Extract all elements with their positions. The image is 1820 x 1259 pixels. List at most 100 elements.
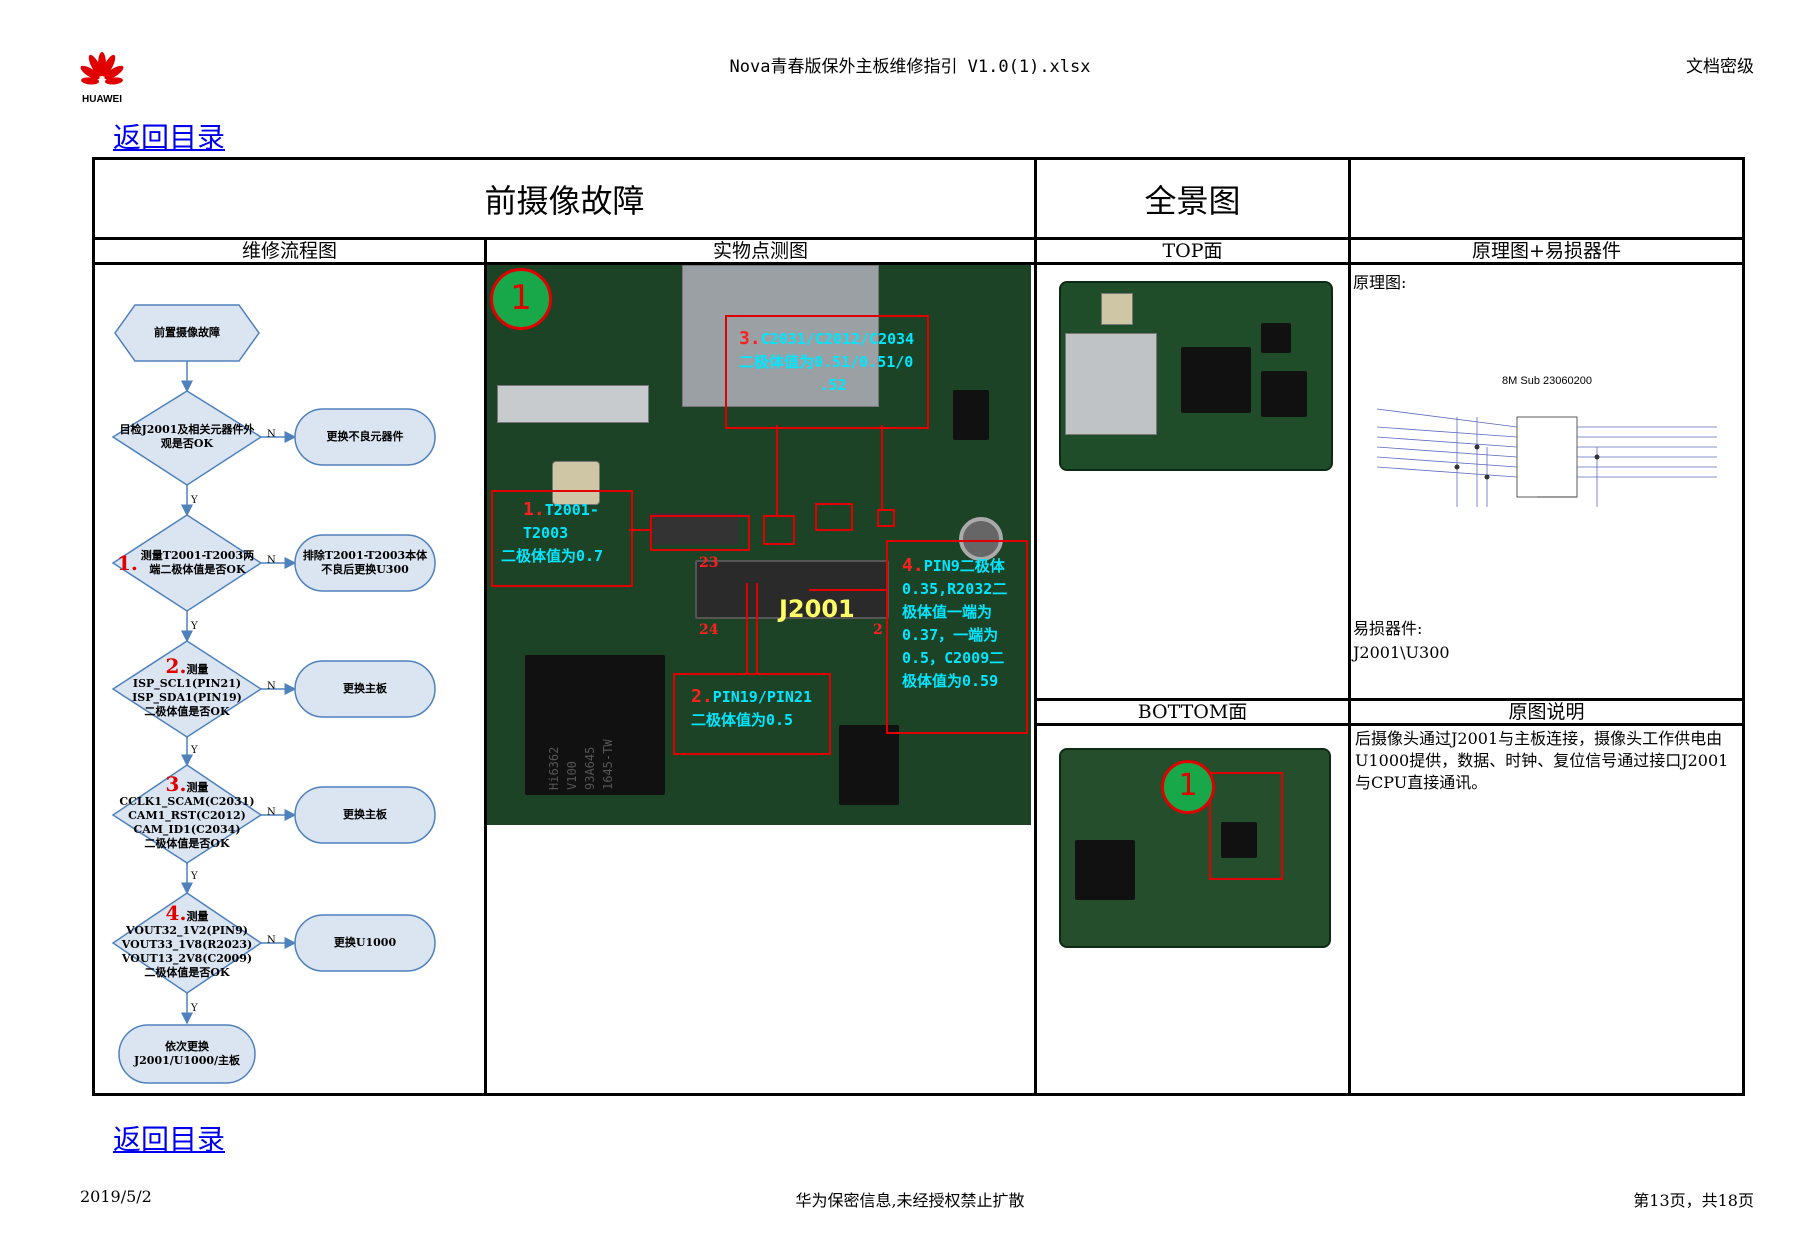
j2001-label: J2001 (779, 595, 855, 623)
empty-header-cell (1348, 157, 1745, 240)
panorama-title: 全景图 (1034, 157, 1351, 240)
j2001-connector (695, 560, 889, 619)
description-cell: 后摄像头通过J2001与主板连接，摄像头工作供电由U1000提供，数据、时钟、复… (1348, 723, 1745, 1096)
target-box (877, 509, 895, 527)
flowchart-cell: 前置摄像故障 目检J2001及相关元器件外观是否OK 1.测量T2001-T20… (92, 262, 487, 1096)
flow-no-label: N (267, 555, 276, 566)
marker-1: 1 (490, 268, 552, 330)
flow-step-1: 1.测量T2001-T2003两端二极体值是否OK (117, 543, 257, 583)
flow-step-3-line: CCLK1_SCAM(C2031) (119, 795, 255, 808)
start-hexagon (114, 304, 260, 362)
top-board-image (1059, 281, 1333, 471)
schematic-diagram: 8M Sub 23060200 (1357, 375, 1737, 525)
bottom-side-cell: 1 (1034, 723, 1351, 1096)
flow-step-2: 2.测量 ISP_SCL1(PIN21) ISP_SDA1(PIN19) 二极体… (117, 653, 257, 725)
flow-no-label: N (267, 935, 276, 946)
callout-4-box: 4.PIN9二极体 0.35,R2032二 极体值一端为 0.37，一端为 0.… (886, 540, 1028, 734)
repair-guide-table: 前摄像故障 全景图 维修流程图 实物点测图 TOP面 原理图+易损器件 (92, 157, 1745, 1096)
description-header: 原图说明 (1348, 698, 1745, 726)
callout-4-line: PIN9二极体 (923, 557, 1005, 575)
flow-no-label: N (267, 681, 276, 692)
callout-4-line: 0.5，C2009二 (902, 649, 1005, 667)
callout-1-box: 1.T2001- T2003 二极体值为0.7 (491, 490, 633, 587)
flow-start: 前置摄像故障 (154, 326, 220, 339)
flow-step-4-line: 二极体值是否OK (144, 966, 230, 979)
target-box (763, 515, 795, 545)
flowchart: 前置摄像故障 目检J2001及相关元器件外观是否OK 1.测量T2001-T20… (95, 265, 487, 1105)
vulnerable-parts-label: 易损器件: (1353, 619, 1423, 638)
file-title: Nova青春版保外主板维修指引 V1.0(1).xlsx (729, 57, 1091, 77)
flow-action-replace-parts: 更换不良元器件 (326, 430, 404, 443)
bottom-marker-1: 1 (1161, 760, 1215, 814)
flow-step-2-line: ISP_SDA1(PIN19) (132, 691, 242, 704)
flow-step-1-number: 1. (117, 551, 138, 575)
flow-step-3-line: CAM_ID1(C2034) (133, 823, 241, 836)
flow-step-4-line: VOUT33_1V8(R2023) (121, 938, 253, 951)
target-box (815, 503, 853, 531)
flow-no-label: N (267, 807, 276, 818)
back-to-toc-link-bottom[interactable]: 返回目录 (113, 1123, 226, 1156)
flow-yes-label: Y (191, 871, 198, 882)
flowchart-header: 维修流程图 (92, 237, 487, 265)
callout-3-line: C2031/C2012/C2034 (760, 330, 915, 348)
photo-header: 实物点测图 (484, 237, 1037, 265)
flow-step-visual-check: 目检J2001及相关元器件外观是否OK (119, 423, 255, 450)
flow-step-3-line: CAM1_RST(C2012) (128, 809, 246, 822)
pin-2-label: 2 (873, 622, 883, 638)
highlight-box (1209, 772, 1283, 880)
flow-action-replace-u300: 排除T2001-T2003本体不良后更换U300 (302, 549, 428, 576)
flow-end: 依次更换J2001/U1000/主板 (133, 1040, 241, 1067)
callout-4-line: 极体值为0.59 (902, 672, 999, 690)
document-classification: 文档密级 (1686, 57, 1754, 77)
flow-action-replace-board-2: 更换主板 (343, 808, 387, 821)
flow-yes-label: Y (191, 745, 198, 756)
flow-step-4-line: VOUT32_1V2(PIN9) (126, 924, 248, 937)
vulnerable-parts: J2001\U300 (1353, 643, 1450, 662)
flow-step-3-line: 测量 (186, 781, 209, 794)
callout-4-line: 0.37，一端为 (902, 626, 999, 644)
flow-step-4-number: 4. (165, 901, 187, 925)
logo-text: HUAWEI (82, 94, 122, 105)
callout-4-line: 0.35,R2032二 (902, 580, 1008, 598)
callout-4-line: 极体值一端为 (902, 603, 993, 621)
top-side-header: TOP面 (1034, 237, 1351, 265)
pin-23-label: 23 (699, 555, 719, 571)
callout-3-line: .52 (819, 376, 847, 394)
callout-2-box: 2.PIN19/PIN21 二极体值为0.5 (673, 673, 831, 755)
flow-yes-label: Y (191, 1003, 198, 1014)
leader-lines (629, 425, 887, 673)
callout-1-number: 1. (523, 499, 545, 520)
pin-24-label: 24 (699, 622, 719, 638)
callout-4-number: 4. (902, 555, 924, 576)
callout-2-line: 二极体值为0.5 (691, 711, 794, 729)
flow-yes-label: Y (191, 495, 198, 506)
flow-step-3: 3.测量 CCLK1_SCAM(C2031) CAM1_RST(C2012) C… (117, 771, 257, 857)
callout-1-line: T2001- (544, 501, 599, 519)
pmu-chip (525, 655, 665, 795)
schematic-cell: 原理图: 8M Sub 23060200 (1348, 262, 1745, 701)
flow-step-3-number: 3. (165, 772, 187, 796)
huawei-logo: HUAWEI (74, 52, 130, 105)
schematic-title: 8M Sub 23060200 (1502, 375, 1592, 387)
bottom-side-header: BOTTOM面 (1034, 698, 1351, 726)
callout-3-box: 3.C2031/C2012/C2034 二极体值为0.51/0.51/0 .52 (725, 315, 929, 429)
flow-action-replace-u1000: 更换U1000 (333, 936, 397, 949)
callout-2-line: PIN19/PIN21 (712, 688, 813, 706)
callout-1-line: 二极体值为0.7 (501, 547, 604, 565)
schematic-drawing (1376, 408, 1717, 507)
flow-step-2-line: 测量 (186, 663, 209, 676)
callout-1-line: T2003 (523, 524, 569, 542)
flow-action-replace-board-1: 更换主板 (343, 682, 387, 695)
flow-step-4-line: 测量 (186, 910, 209, 923)
bottom-board-image: 1 (1059, 748, 1331, 948)
footer-date: 2019/5/2 (80, 1187, 152, 1206)
flow-step-4: 4.测量 VOUT32_1V2(PIN9) VOUT33_1V8(R2023) … (117, 899, 257, 987)
back-to-toc-link-top[interactable]: 返回目录 (113, 121, 226, 154)
top-side-cell (1034, 262, 1351, 701)
flow-step-4-line: VOUT13_2V8(C2009) (121, 952, 253, 965)
flow-step-3-line: 二极体值是否OK (144, 837, 230, 850)
flow-step-1-text: 测量T2001-T2003两端二极体值是否OK (140, 549, 255, 576)
callout-2-number: 2. (691, 686, 713, 707)
test-pad-icon (959, 517, 1003, 561)
flow-no-label: N (267, 429, 276, 440)
